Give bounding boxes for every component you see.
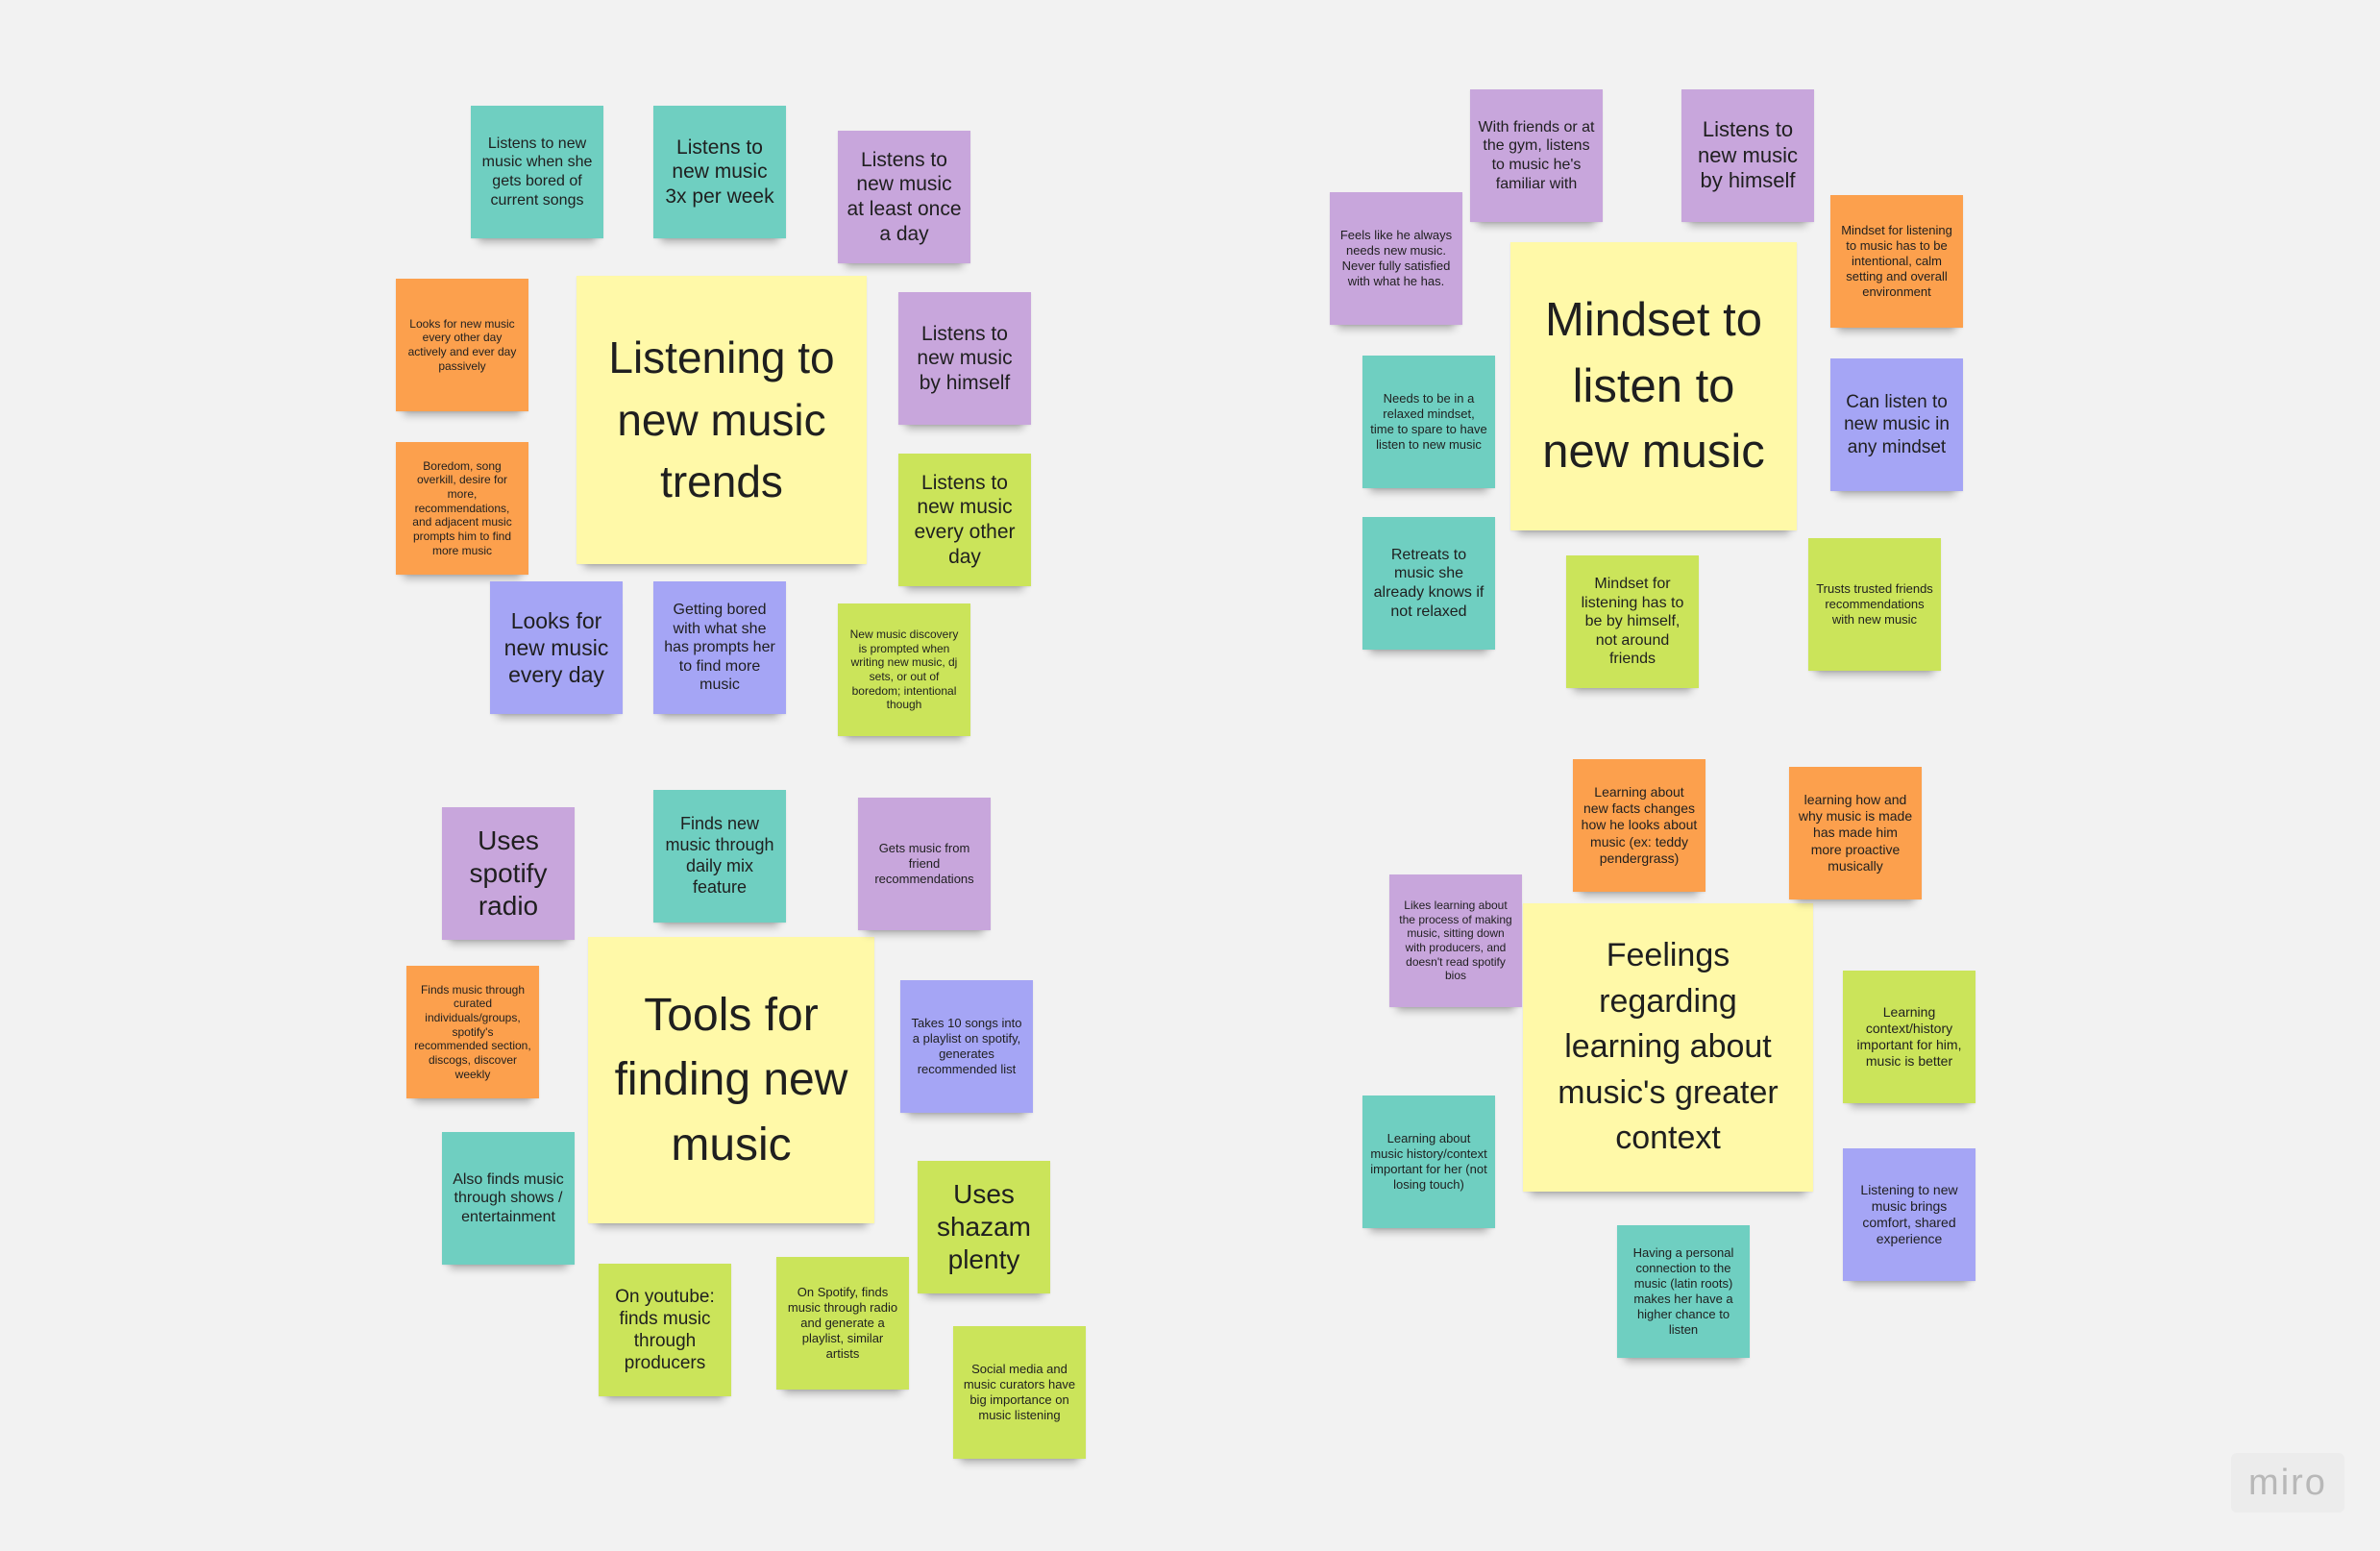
sticky-note-mindset-intentional-calm[interactable]: Mindset for listening to music has to be… [1830, 195, 1963, 328]
sticky-note-tools-social-media[interactable]: Social media and music curators have big… [953, 1326, 1086, 1459]
sticky-note-mindset-retreats[interactable]: Retreats to music she already knows if n… [1362, 517, 1495, 650]
sticky-note-mindset-friends-gym[interactable]: With friends or at the gym, listens to m… [1470, 89, 1603, 222]
sticky-note-mindset-not-around-friends[interactable]: Mindset for listening has to be by himse… [1566, 555, 1699, 688]
sticky-note-tools-ten-songs[interactable]: Takes 10 songs into a playlist on spotif… [900, 980, 1033, 1113]
sticky-note-tools-spotify-radio-playlist[interactable]: On Spotify, finds music through radio an… [776, 1257, 909, 1390]
sticky-note-feelings-comfort[interactable]: Listening to new music brings comfort, s… [1843, 1148, 1975, 1281]
sticky-note-mindset-header[interactable]: Mindset to listen to new music [1510, 242, 1797, 530]
sticky-note-listening-trends-bored-of-songs[interactable]: Listens to new music when she gets bored… [471, 106, 603, 238]
sticky-note-listening-trends-discovery-prompted[interactable]: New music discovery is prompted when wri… [838, 603, 970, 736]
sticky-note-feelings-personal-connection[interactable]: Having a personal connection to the musi… [1617, 1225, 1750, 1358]
sticky-note-listening-trends-by-himself[interactable]: Listens to new music by himself [898, 292, 1031, 425]
sticky-note-feelings-history-important[interactable]: Learning about music history/context imp… [1362, 1096, 1495, 1228]
sticky-note-mindset-relaxed-mindset[interactable]: Needs to be in a relaxed mindset, time t… [1362, 356, 1495, 488]
sticky-note-tools-youtube[interactable]: On youtube: finds music through producer… [599, 1264, 731, 1396]
sticky-note-listening-trends-every-day[interactable]: Looks for new music every day [490, 581, 623, 714]
sticky-note-feelings-process[interactable]: Likes learning about the process of maki… [1389, 874, 1522, 1007]
sticky-note-feelings-header[interactable]: Feelings regarding learning about music'… [1523, 903, 1813, 1192]
sticky-note-listening-trends-getting-bored[interactable]: Getting bored with what she has prompts … [653, 581, 786, 714]
sticky-note-tools-spotify-radio[interactable]: Uses spotify radio [442, 807, 575, 940]
sticky-note-mindset-always-needs[interactable]: Feels like he always needs new music. Ne… [1330, 192, 1462, 325]
sticky-note-feelings-new-facts[interactable]: Learning about new facts changes how he … [1573, 759, 1705, 892]
sticky-note-mindset-by-himself[interactable]: Listens to new music by himself [1681, 89, 1814, 222]
sticky-note-listening-trends-every-other-day-actively[interactable]: Looks for new music every other day acti… [396, 279, 528, 411]
sticky-note-listening-trends-every-other-day[interactable]: Listens to new music every other day [898, 454, 1031, 586]
miro-logo: miro [2231, 1453, 2344, 1513]
sticky-note-tools-curated[interactable]: Finds music through curated individuals/… [406, 966, 539, 1098]
sticky-note-listening-trends-three-per-week[interactable]: Listens to new music 3x per week [653, 106, 786, 238]
sticky-note-listening-trends-once-a-day[interactable]: Listens to new music at least once a day [838, 131, 970, 263]
sticky-note-tools-shazam[interactable]: Uses shazam plenty [918, 1161, 1050, 1293]
sticky-note-tools-shows[interactable]: Also finds music through shows / enterta… [442, 1132, 575, 1265]
sticky-note-listening-trends-header[interactable]: Listening to new music trends [577, 276, 867, 564]
sticky-note-tools-friend-recs[interactable]: Gets music from friend recommendations [858, 798, 991, 930]
sticky-note-mindset-any-mindset[interactable]: Can listen to new music in any mindset [1830, 358, 1963, 491]
sticky-note-tools-header[interactable]: Tools for finding new music [588, 937, 874, 1223]
sticky-note-feelings-context-better[interactable]: Learning context/history important for h… [1843, 971, 1975, 1103]
sticky-note-feelings-how-why[interactable]: learning how and why music is made has m… [1789, 767, 1922, 899]
sticky-note-tools-daily-mix[interactable]: Finds new music through daily mix featur… [653, 790, 786, 923]
sticky-note-listening-trends-boredom-song-overkill[interactable]: Boredom, song overkill, desire for more,… [396, 442, 528, 575]
sticky-note-mindset-trusts-friends[interactable]: Trusts trusted friends recommendations w… [1808, 538, 1941, 671]
